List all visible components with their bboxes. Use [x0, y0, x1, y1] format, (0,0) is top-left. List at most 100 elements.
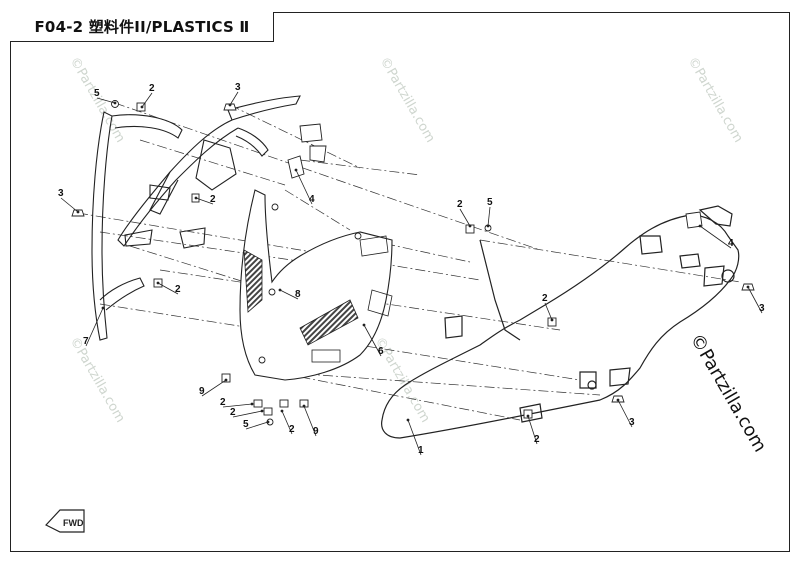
alignment-lines — [77, 102, 741, 421]
clip-fastener — [253, 399, 263, 408]
screw-fastener — [354, 232, 362, 240]
screw-fastener — [268, 288, 276, 296]
callout-leader-c2d — [222, 403, 253, 408]
fasteners — [71, 100, 755, 426]
callout-dot-c2i — [526, 414, 530, 418]
clip-fastener — [221, 373, 231, 383]
callout-dot-c3a — [228, 103, 232, 107]
callout-number-c8: 8 — [295, 289, 301, 300]
watermark-1: ©Partzilla.com — [67, 55, 128, 146]
title-block: F04-2 塑料件II/PLASTICS Ⅱ — [10, 12, 274, 42]
callout-leader-c2h — [544, 302, 553, 321]
callout-leader-c2a — [141, 92, 153, 108]
callout-dot-c8 — [278, 288, 282, 292]
callout-dot-c5a — [113, 101, 117, 105]
callout-leader-c4b — [699, 225, 732, 249]
callout-number-c2g: 2 — [457, 199, 463, 210]
callout-number-c9b: 9 — [313, 426, 319, 437]
callout-leader-c2b — [195, 197, 214, 205]
callout-number-c5b: 5 — [243, 419, 249, 430]
watermark-3: ©Partzilla.com — [685, 55, 746, 146]
grommet-part-4 — [685, 211, 703, 229]
callout-dot-c2a — [140, 105, 144, 109]
callout-number-c2b: 2 — [210, 194, 216, 205]
callout-number-c4a: 4 — [309, 194, 315, 205]
clip-fastener — [263, 407, 273, 416]
callout-leader-c2f — [281, 410, 293, 435]
part-6-inner-panel — [239, 189, 393, 381]
callout-dot-c3d — [616, 398, 620, 402]
callout-leader-c4a — [295, 169, 313, 205]
clip-fastener — [279, 399, 289, 408]
callout-dot-c2e — [260, 409, 264, 413]
watermark-2: ©Partzilla.com — [377, 55, 438, 146]
watermark-6: ©Partzilla.com — [686, 330, 771, 456]
callout-number-c1: 1 — [418, 445, 424, 456]
callout-leader-c5b — [245, 421, 269, 430]
callout-dot-c2c — [156, 281, 160, 285]
callout-leader-c9a — [201, 379, 227, 397]
bracket-part — [309, 145, 327, 163]
callout-number-c9a: 9 — [199, 386, 205, 397]
callout-dot-c5c — [486, 224, 490, 228]
callout-leader-c2i — [527, 415, 538, 445]
callout-leader-c9b — [303, 405, 317, 437]
callout-leader-c3c — [747, 286, 763, 314]
drawing-frame — [10, 12, 790, 552]
callout-number-c2f: 2 — [289, 424, 295, 435]
callout-number-c2d: 2 — [220, 397, 226, 408]
callout-number-c6: 6 — [378, 346, 384, 357]
callout-leader-c2g — [459, 208, 471, 227]
callout-leader-c5a — [96, 97, 116, 104]
callout-number-c2a: 2 — [149, 83, 155, 94]
callout-leader-c2e — [232, 410, 263, 418]
callout-number-c2h: 2 — [542, 293, 548, 304]
callout-number-c3b: 3 — [58, 188, 64, 199]
callout-number-c5c: 5 — [487, 197, 493, 208]
watermark-group: ©Partzilla.com ©Partzilla.com ©Partzilla… — [67, 55, 771, 456]
callout-number-c3a: 3 — [235, 82, 241, 93]
callout-dot-c2f — [280, 409, 284, 413]
page-title: F04-2 塑料件II/PLASTICS Ⅱ — [34, 18, 250, 36]
callout-dot-c3c — [746, 285, 750, 289]
clip-fastener — [547, 317, 557, 327]
callout-dot-c2h — [550, 318, 554, 322]
callout-dot-c2b — [194, 196, 198, 200]
callout-leader-c5c — [487, 206, 491, 227]
watermark-4: ©Partzilla.com — [67, 335, 128, 426]
callout-number-c2e: 2 — [230, 407, 236, 418]
fwd-label: FWD — [63, 518, 84, 528]
callout-leader-c6 — [363, 324, 382, 357]
screw-fastener — [271, 203, 279, 211]
callout-number-c3c: 3 — [759, 303, 765, 314]
callout-dot-c9a — [224, 378, 228, 382]
callout-dot-c2g — [468, 224, 472, 228]
callout-dot-c5b — [266, 420, 270, 424]
callout-dot-c2d — [250, 402, 254, 406]
callout-number-c3d: 3 — [629, 417, 635, 428]
callout-number-c2i: 2 — [534, 434, 540, 445]
callout-number-c5a: 5 — [94, 88, 100, 99]
callout-number-c4b: 4 — [728, 238, 734, 249]
callout-leader-c1 — [407, 419, 422, 456]
callout-dot-c9b — [302, 404, 306, 408]
callout-leader-c8 — [279, 289, 299, 300]
nut-fastener — [223, 103, 237, 111]
callout-dot-c3b — [76, 210, 80, 214]
callout-dot-c6 — [362, 323, 366, 327]
grommet-part-4 — [287, 155, 305, 179]
callout-dot-c7 — [101, 306, 105, 310]
upper-cowl-frame — [117, 95, 301, 249]
callout-leader-c2c — [157, 282, 179, 295]
callout-number-c2c: 2 — [175, 284, 181, 295]
bracket-part — [299, 123, 323, 143]
part-1-lower-cowl — [381, 205, 740, 439]
callout-dot-c4b — [698, 224, 702, 228]
screw-fastener — [258, 356, 266, 364]
callout-dot-c1 — [406, 418, 410, 422]
callout-leader-c3b — [60, 197, 79, 213]
callout-dot-c4a — [294, 168, 298, 172]
clip-fastener — [523, 409, 533, 419]
